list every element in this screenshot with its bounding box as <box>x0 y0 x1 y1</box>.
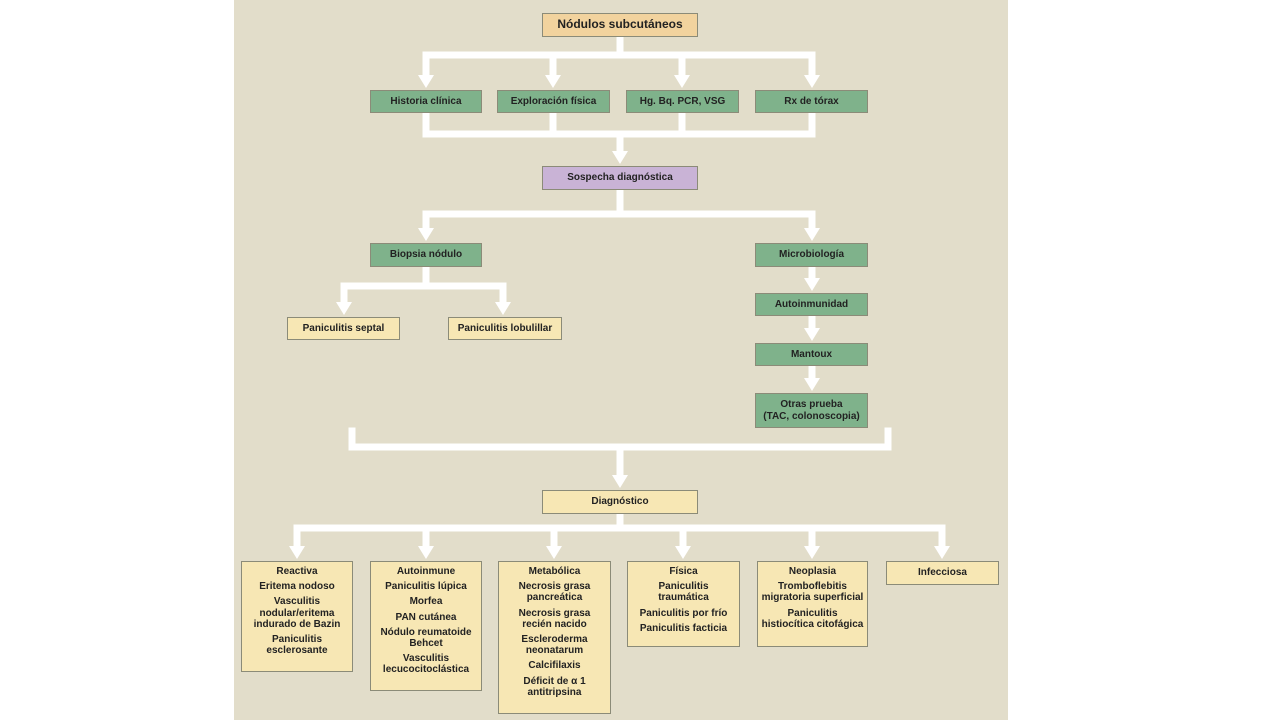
arrowhead <box>674 75 690 88</box>
microbiologia-node: Microbiología <box>755 243 868 267</box>
arrowhead <box>336 302 352 315</box>
category-neoplasia: Neoplasia Tromboflebitis migratoria supe… <box>757 561 868 647</box>
category-item: Paniculitis lúpica <box>385 581 467 593</box>
test-node-rx: Rx de tórax <box>755 90 868 113</box>
category-heading: Metabólica <box>528 566 581 577</box>
category-heading: Física <box>669 566 698 577</box>
arrowhead <box>612 151 628 164</box>
biopsy-node: Biopsia nódulo <box>370 243 482 267</box>
arrowhead <box>675 546 691 559</box>
category-heading: Reactiva <box>276 566 318 577</box>
arrowhead <box>418 228 434 241</box>
category-heading: Autoinmune <box>396 566 456 577</box>
test-node-exploracion: Exploración física <box>497 90 610 113</box>
category-item: Necrosis grasa recién nacido <box>518 607 591 630</box>
category-item: Déficit de α 1 antitripsina <box>523 675 586 698</box>
category-item: Morfea <box>409 596 443 608</box>
arrowhead <box>804 228 820 241</box>
arrowhead <box>612 475 628 488</box>
arrowhead <box>418 546 434 559</box>
arrowhead <box>804 278 820 291</box>
arrowhead <box>545 75 561 88</box>
category-item: Tromboflebitis migratoria superficial <box>761 581 864 604</box>
mantoux-node: Mantoux <box>755 343 868 366</box>
septal-node: Paniculitis septal <box>287 317 400 340</box>
category-fisica: Física Paniculitis traumática Paniculiti… <box>627 561 740 647</box>
diagram-panel <box>234 0 1008 720</box>
diagnosis-node: Diagnóstico <box>542 490 698 514</box>
arrowhead <box>804 378 820 391</box>
category-item: Nódulo reumatoide Behcet <box>380 626 472 649</box>
category-heading: Neoplasia <box>788 566 837 577</box>
arrowhead <box>804 75 820 88</box>
category-item: Vasculitis lecucocitoclástica <box>382 653 470 676</box>
root-node: Nódulos subcutáneos <box>542 13 698 37</box>
suspicion-node: Sospecha diagnóstica <box>542 166 698 190</box>
test-node-historia: Historia clínica <box>370 90 482 113</box>
category-item: Paniculitis esclerosante <box>266 633 328 657</box>
category-item: Escleroderma neonatarum <box>521 633 588 657</box>
category-item: Eritema nodoso <box>259 581 335 593</box>
category-metabolica: Metabólica Necrosis grasa pancreática Ne… <box>498 561 611 714</box>
category-autoinmune: Autoinmune Paniculitis lúpica Morfea PAN… <box>370 561 482 691</box>
category-item: Paniculitis por frío <box>639 607 728 619</box>
category-reactiva: Reactiva Eritema nodoso Vasculitis nodul… <box>241 561 353 672</box>
autoinmunidad-node: Autoinmunidad <box>755 293 868 316</box>
arrowhead <box>804 546 820 559</box>
arrowhead <box>934 546 950 559</box>
category-item: Vasculitis nodular/eritema indurado de B… <box>253 596 341 630</box>
arrowhead <box>495 302 511 315</box>
category-item: Necrosis grasa pancreática <box>518 581 591 604</box>
category-item: Calcifilaxis <box>528 660 581 672</box>
test-node-analitica: Hg. Bq. PCR, VSG <box>626 90 739 113</box>
category-infecciosa: Infecciosa <box>886 561 999 585</box>
arrowhead <box>804 328 820 341</box>
category-item: Paniculitis histiocítica citofágica <box>761 607 864 630</box>
otras-pruebas-node: Otras prueba (TAC, colonoscopia) <box>755 393 868 428</box>
arrowhead <box>289 546 305 559</box>
arrowhead <box>546 546 562 559</box>
category-item: Paniculitis traumática <box>658 581 709 604</box>
arrowhead <box>418 75 434 88</box>
lobulillar-node: Paniculitis lobulillar <box>448 317 562 340</box>
category-item: PAN cutánea <box>395 611 457 623</box>
category-item: Paniculitis facticia <box>639 622 728 634</box>
